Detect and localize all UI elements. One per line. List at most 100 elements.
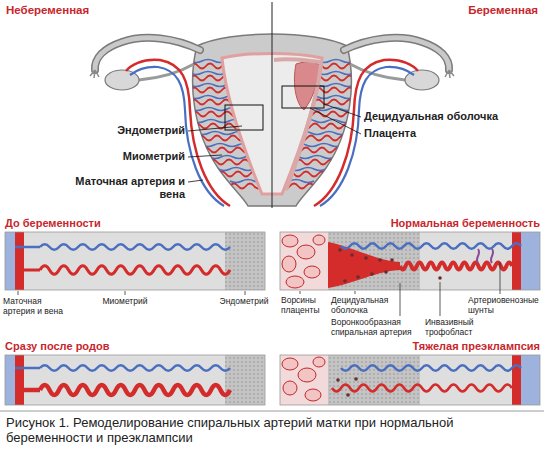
leader-line	[355, 291, 356, 294]
vein	[40, 244, 230, 250]
uterine-artery	[15, 232, 24, 290]
figure-caption: Рисунок 1. Ремоделирование спиральных ар…	[6, 416, 538, 446]
leader-line	[125, 291, 126, 295]
panel-frame	[5, 232, 265, 290]
intervillous-space	[280, 355, 328, 405]
section-heading: Небеременная	[6, 4, 166, 17]
uterine-vein	[521, 232, 540, 290]
label-box: Инвазивный трофобласт	[425, 318, 479, 338]
label-box: Плацента	[364, 127, 538, 140]
trophoblast-cell	[378, 258, 382, 262]
label-box: Беременная	[378, 4, 538, 17]
spiral-artery	[400, 263, 512, 270]
divider-line	[272, 2, 273, 208]
myometrium	[280, 232, 540, 290]
panel-frame	[280, 355, 540, 405]
label-box: Ворсины плаценты	[281, 296, 329, 316]
uterine-artery	[512, 232, 521, 290]
trophoblast-cell	[370, 272, 374, 276]
myometrium	[5, 232, 265, 290]
part-label: Миометрий	[60, 150, 185, 163]
caption-rule	[0, 411, 544, 412]
part-label: Инвазивный трофобласт	[425, 318, 479, 338]
trophoblast-cells	[338, 248, 442, 283]
part-label: Эндометрий	[60, 124, 185, 137]
villus	[304, 266, 320, 278]
panel-before	[5, 232, 265, 295]
villus	[313, 235, 325, 245]
leader-line	[188, 126, 242, 131]
label-box: Небеременная	[6, 4, 166, 17]
panel: Нормальная беременность	[280, 217, 540, 290]
leader-line	[440, 282, 441, 316]
part-label: Воронкообразная спиральная артерия	[331, 318, 419, 338]
caption-box: Рисунок 1. Ремоделирование спиральных ар…	[6, 416, 538, 446]
villus	[282, 256, 296, 272]
leader-line	[500, 262, 501, 294]
panel-heading: Нормальная беременность	[280, 217, 540, 230]
villus	[282, 235, 298, 247]
panel: До беременности	[5, 217, 265, 290]
label-box: Воронкообразная спиральная артерия	[331, 318, 419, 338]
part-label: Эндометрий	[213, 297, 275, 307]
trophoblast-cell	[364, 256, 368, 260]
leader-line	[300, 291, 301, 294]
zoom-box	[225, 105, 263, 130]
label-box: Маточная артерия и вена	[60, 175, 185, 200]
panel-frame	[5, 355, 265, 405]
panel-postpartum	[5, 355, 265, 405]
spiral-artery	[40, 385, 230, 395]
section-heading: Беременная	[378, 4, 538, 17]
intervillous-space	[280, 232, 328, 290]
spiral-artery	[40, 266, 230, 274]
vein	[15, 246, 40, 249]
spiral-artery	[24, 388, 40, 393]
villus	[298, 368, 316, 382]
leader-line	[188, 155, 222, 157]
part-label: Артериовенозные шунты	[468, 296, 540, 316]
tube-outline	[95, 38, 200, 70]
uterine-artery	[15, 355, 24, 405]
panel-preeclampsia	[280, 355, 540, 405]
trophoblast-cell	[384, 270, 388, 274]
trophoblast-cell	[336, 378, 340, 382]
trophoblast-cell	[338, 248, 342, 252]
label-box: Миометрий	[95, 297, 155, 307]
label-box: Артериовенозные шунты	[468, 296, 540, 316]
label-box: Эндометрий	[213, 297, 275, 307]
myometrium	[280, 355, 540, 405]
label-box: Децидуальная оболочка	[331, 296, 393, 316]
panel-normal-pregnancy	[280, 232, 540, 316]
part-label: Плацента	[364, 127, 538, 140]
uterine-vein	[5, 232, 15, 290]
leader-line	[324, 104, 361, 117]
panel: Тяжелая преэклампсия	[280, 340, 540, 405]
av-shunt	[477, 249, 493, 263]
endometrium	[225, 355, 265, 405]
decidua	[274, 59, 321, 190]
villus	[282, 358, 298, 370]
label-box: Эндометрий	[60, 124, 185, 137]
leader-line	[18, 291, 19, 295]
part-label: Ворсины плаценты	[281, 296, 329, 316]
decidua	[328, 232, 420, 290]
fallopian-tube	[95, 38, 200, 70]
panel: Сразу после родов	[5, 340, 265, 405]
trophoblast-cell	[354, 377, 358, 381]
trophoblast-cell	[356, 275, 360, 279]
leader-line	[310, 108, 361, 134]
myometrium	[5, 355, 265, 405]
villus	[305, 389, 321, 401]
endometrium	[225, 232, 265, 290]
trophoblast-cell	[350, 253, 354, 257]
label-box: Децидуальная оболочка	[364, 110, 538, 123]
part-label: Маточная артерия и вена	[60, 175, 185, 200]
part-label: Децидуальная оболочка	[364, 110, 538, 123]
villus	[283, 381, 297, 395]
panel-frame	[280, 232, 540, 290]
part-label: Миометрий	[95, 297, 155, 307]
vein	[341, 243, 521, 249]
vein	[40, 365, 230, 371]
panel-heading: До беременности	[5, 217, 265, 230]
